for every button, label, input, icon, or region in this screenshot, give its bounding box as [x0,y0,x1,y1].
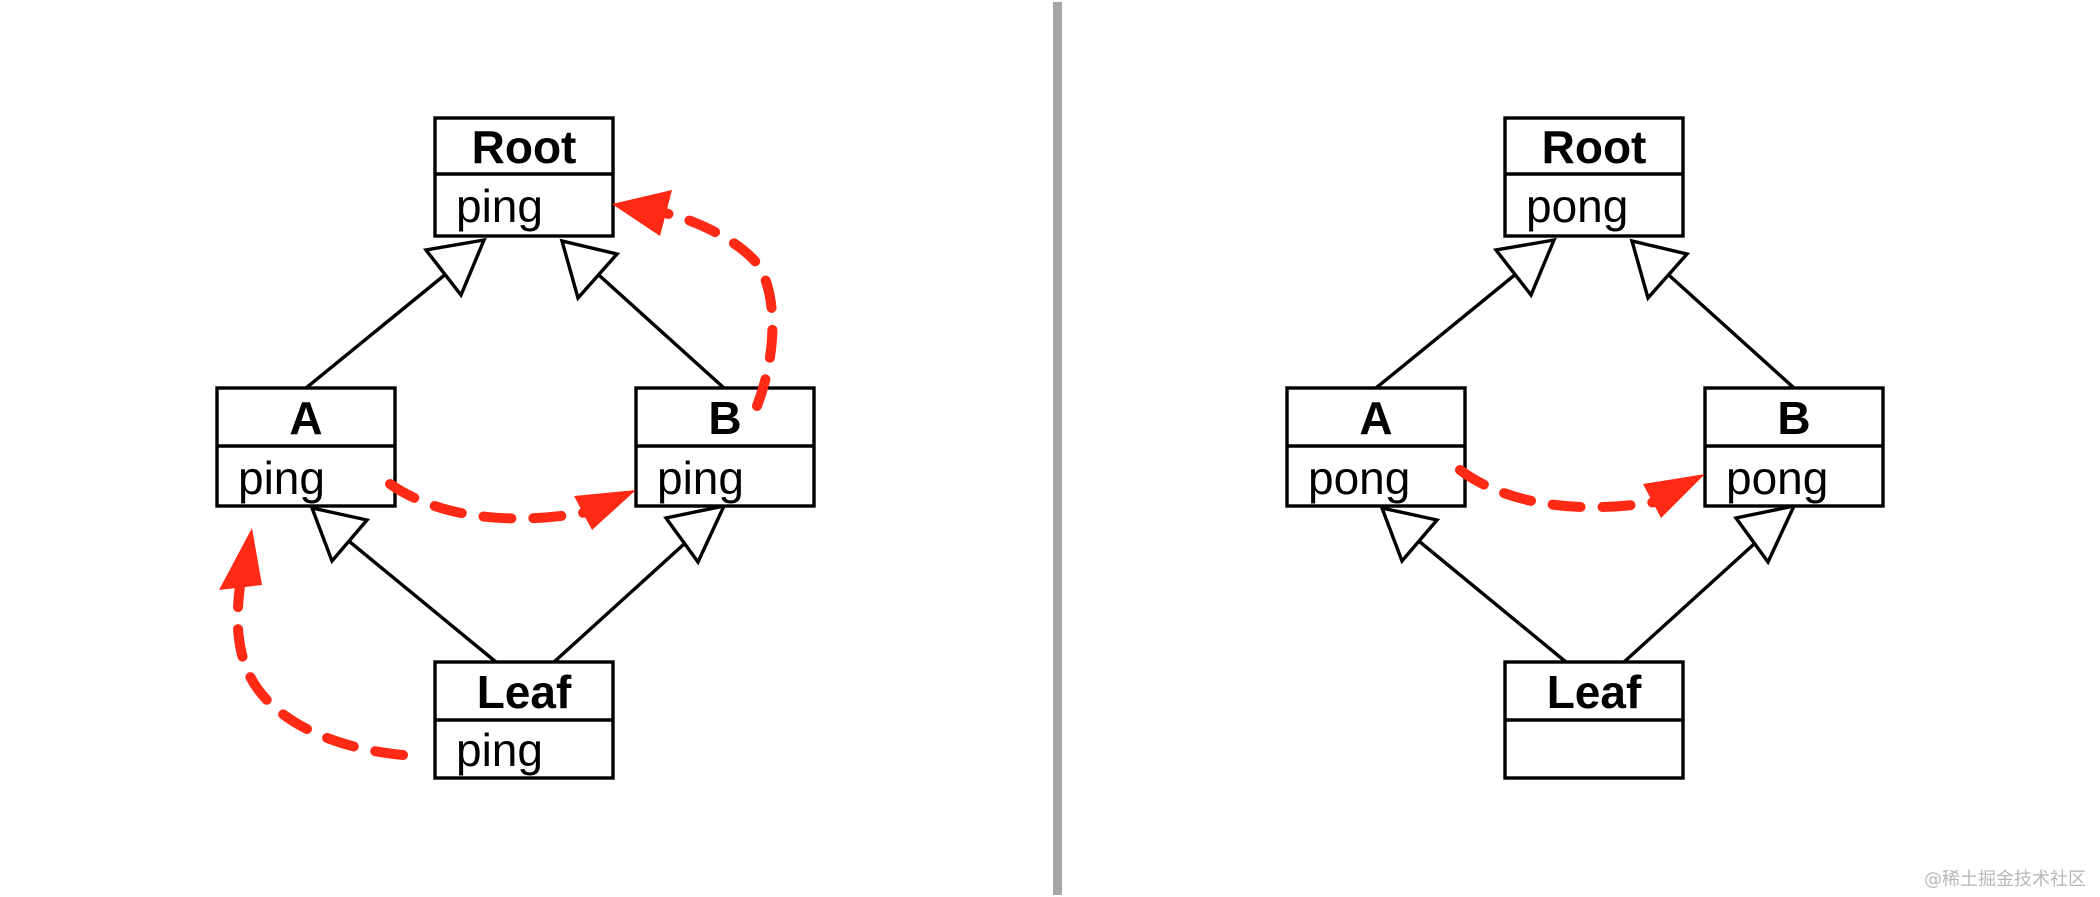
flow-arrow-a-to-b [385,479,636,530]
inheritance-b-to-root [559,238,726,390]
method-name: ping [456,180,543,232]
class-name: Leaf [477,666,572,718]
inheritance-a-to-root [1374,237,1557,390]
inheritance-leaf-to-a [309,505,498,664]
inheritance-leaf-to-b [1622,503,1797,664]
class-box-root: Root ping [433,116,615,238]
class-name: Root [472,121,577,173]
class-box-a: A pong [1285,386,1467,508]
method-name: pong [1526,180,1628,232]
class-name: Root [1542,121,1647,173]
method-name: ping [238,452,325,504]
flow-arrow-b-to-root [612,190,778,411]
method-name: pong [1308,452,1410,504]
class-name: Leaf [1547,666,1642,718]
class-box-leaf: Leaf [1503,660,1685,780]
left-panel: Root ping A ping B ping Leaf ping [215,116,816,780]
class-box-root: Root pong [1503,116,1685,238]
class-name: B [1777,392,1810,444]
class-name: A [1359,392,1392,444]
panel-separator [1053,2,1062,895]
method-name: ping [456,724,543,776]
flow-arrow-leaf-to-a [219,528,408,760]
inheritance-b-to-root [1629,238,1796,390]
flow-arrow-a-to-b [1455,465,1705,518]
watermark: @稀土掘金技术社区 [1924,869,2086,890]
inheritance-leaf-to-a [1379,505,1568,664]
class-box-b: B pong [1703,386,1885,508]
method-name: ping [657,452,744,504]
class-name: A [289,392,322,444]
inheritance-a-to-root [304,237,487,390]
right-panel: Root pong A pong B pong Leaf [1285,116,1885,780]
method-name: pong [1726,452,1828,504]
class-name: B [708,392,741,444]
class-box-leaf: Leaf ping [433,660,615,780]
inheritance-leaf-to-b [552,503,727,664]
class-box-b: B ping [634,386,816,508]
class-box-a: A ping [215,386,397,508]
